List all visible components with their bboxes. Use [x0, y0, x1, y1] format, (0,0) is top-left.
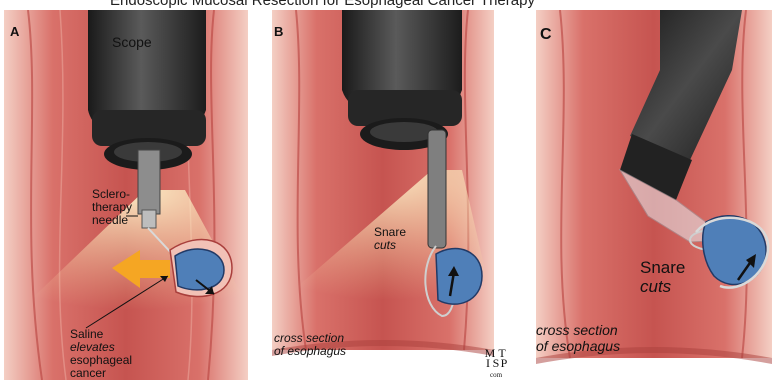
- snare-label: Snare cuts: [374, 226, 406, 252]
- logo-letter: P: [500, 358, 508, 368]
- section-label: cross section of esophagus: [274, 332, 346, 358]
- snare-label-line: Snare: [640, 258, 685, 277]
- saline-label: Saline elevates esophageal cancer: [70, 328, 132, 380]
- saline-label-line: cancer: [70, 367, 132, 380]
- panel-c: C Snare cuts cross section of esophagus: [520, 10, 778, 380]
- panel-b-letter: B: [274, 24, 283, 39]
- section-label-line: of esophagus: [274, 345, 346, 358]
- section-label-line: of esophagus: [536, 338, 620, 354]
- snare-label-line: cuts: [374, 239, 406, 252]
- lesion: [436, 249, 482, 305]
- needle-label: Sclero- therapy needle: [92, 188, 132, 227]
- snare-sheath: [428, 130, 446, 248]
- caption-text: Endoscopic Mucosal Resection for Esophag…: [110, 0, 535, 9]
- cropped-caption: Endoscopic Mucosal Resection for Esophag…: [0, 0, 778, 10]
- panel-b-illustration: [262, 10, 514, 380]
- panel-a: A Scope Sclero- therapy needle Saline el…: [0, 10, 252, 380]
- logo-suffix: com: [484, 370, 508, 380]
- snare-label: Snare cuts: [640, 258, 685, 296]
- section-label-line: cross section: [536, 322, 620, 338]
- scope-label: Scope: [112, 36, 152, 49]
- needle-sheath: [138, 150, 160, 214]
- logo-letter: S: [492, 358, 500, 368]
- snare-label-line: cuts: [640, 277, 685, 296]
- section-label: cross section of esophagus: [536, 322, 620, 354]
- panel-c-letter: C: [540, 26, 552, 44]
- needle-label-line: needle: [92, 214, 132, 227]
- logo-letter: I: [484, 358, 492, 368]
- panel-a-letter: A: [10, 24, 19, 39]
- panel-b: B Snare cuts cross section of esophagus: [262, 10, 514, 380]
